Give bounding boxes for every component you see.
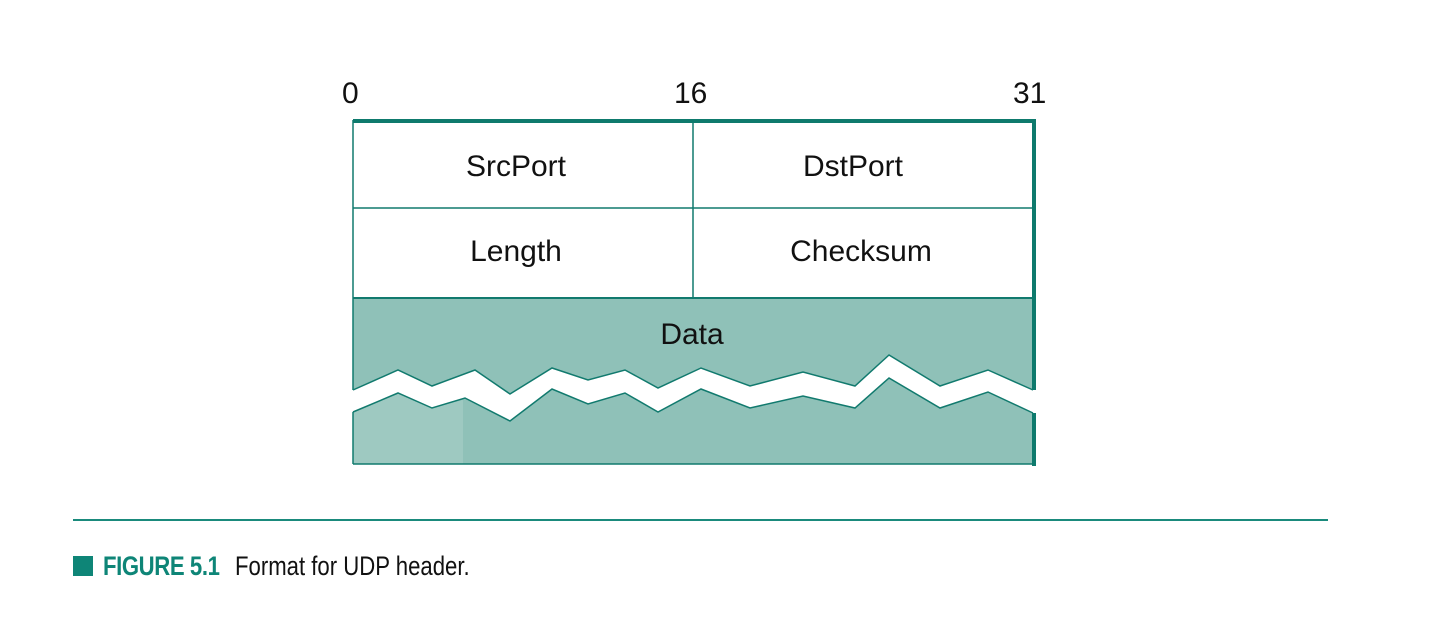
caption-square-icon xyxy=(73,556,93,576)
data-area-bottom-light xyxy=(353,393,463,464)
figure-caption: FIGURE 5.1 Format for UDP header. xyxy=(73,549,521,583)
bit-label-16: 16 xyxy=(674,77,708,110)
field-checksum: Checksum xyxy=(790,235,932,268)
field-length: Length xyxy=(470,235,562,268)
field-dstport: DstPort xyxy=(803,150,904,183)
caption-divider xyxy=(73,519,1328,521)
figure-number: FIGURE 5.1 xyxy=(103,550,220,581)
field-srcport: SrcPort xyxy=(466,150,567,183)
data-area-top xyxy=(353,298,1033,394)
break-line-top xyxy=(352,354,1034,395)
field-data: Data xyxy=(660,318,724,351)
break-line-bottom xyxy=(352,377,1034,422)
figure-caption-text: Format for UDP header. xyxy=(235,550,470,581)
bit-label-31: 31 xyxy=(1013,77,1047,110)
data-area-bottom xyxy=(353,378,1033,464)
bit-label-0: 0 xyxy=(342,77,359,110)
